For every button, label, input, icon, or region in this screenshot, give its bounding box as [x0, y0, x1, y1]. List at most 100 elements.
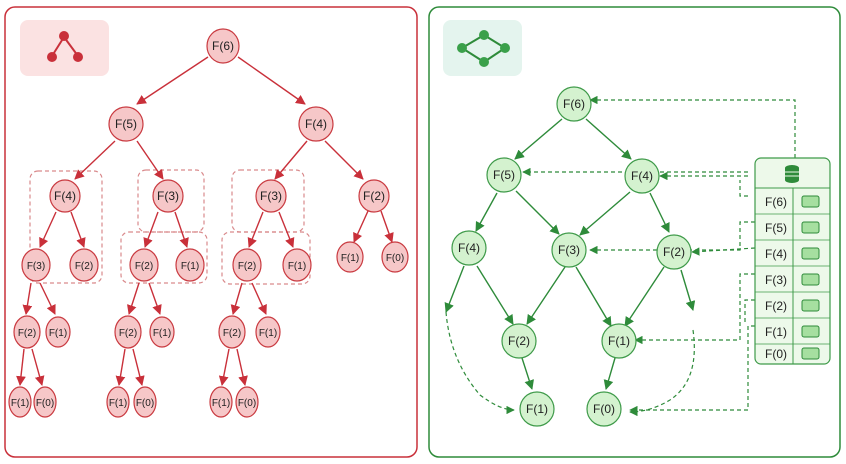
node-label: F(2) — [223, 328, 241, 339]
duplicate-group-f4 — [29, 170, 103, 284]
node-label: F(1) — [109, 398, 127, 409]
node-label: F(0) — [136, 398, 154, 409]
memo-table-row: F(6) — [755, 195, 830, 215]
node-label: F(1) — [341, 253, 359, 264]
tree-node: F(1) — [282, 248, 312, 282]
node-label: F(1) — [259, 328, 277, 339]
tree-node: F(2) — [69, 248, 99, 282]
tree-node: F(2) — [129, 248, 159, 282]
memo-table-row: F(2) — [755, 299, 830, 319]
memo-table-row: F(3) — [755, 273, 830, 293]
node-label: F(1) — [153, 328, 171, 339]
graph-node: F(4) — [624, 158, 660, 194]
tree-node: F(5) — [108, 106, 144, 142]
tree-node: F(3) — [152, 179, 184, 213]
node-label: F(2) — [135, 261, 153, 272]
recursion-edges — [16, 56, 394, 386]
tree-node: F(4) — [49, 179, 81, 213]
graph-node: F(1) — [601, 323, 637, 359]
node-label: F(5) — [115, 117, 137, 131]
graph-node: F(3) — [551, 232, 587, 268]
duplicate-group-f3-b-top — [231, 169, 305, 233]
memo-table-key: F(2) — [765, 299, 787, 313]
tree-node: F(1) — [45, 316, 71, 348]
node-label: F(3) — [558, 243, 580, 257]
memo-nodes: F(6) F(5) F(4) F(4) F(3) F(2) F(2) F(1) … — [451, 86, 692, 427]
tree-node: F(4) — [298, 106, 334, 142]
tree-node: F(1) — [8, 386, 32, 418]
tree-node: F(2) — [232, 248, 262, 282]
node-label: F(1) — [11, 398, 29, 409]
node-label: F(2) — [75, 261, 93, 272]
tree-node: F(3) — [21, 248, 51, 282]
node-label: F(1) — [181, 261, 199, 272]
tree-node: F(0) — [33, 386, 57, 418]
node-label: F(6) — [212, 39, 234, 53]
node-label: F(1) — [288, 261, 306, 272]
node-label: F(5) — [493, 168, 515, 182]
tree-node: F(1) — [336, 241, 364, 273]
node-label: F(0) — [593, 402, 615, 416]
tree-node: F(3) — [255, 179, 287, 213]
node-label: F(0) — [238, 398, 256, 409]
node-label: F(3) — [260, 189, 282, 203]
graph-node: F(1) — [519, 391, 555, 427]
database-icon — [785, 165, 799, 183]
memo-edges — [444, 118, 696, 390]
tree-node: F(2) — [114, 315, 142, 349]
memo-badge — [443, 20, 522, 76]
tree-node: F(1) — [106, 386, 130, 418]
memo-table-key: F(0) — [765, 347, 787, 361]
memo-table-row: F(0) — [765, 347, 820, 361]
tree-node: F(0) — [381, 241, 409, 273]
tree-node: F(1) — [175, 248, 205, 282]
node-label: F(2) — [508, 334, 530, 348]
tree-node: F(2) — [13, 315, 41, 349]
recursion-badge — [20, 20, 109, 76]
memo-table: F(6) F(5) F(4) F(3) F(2) F(1) — [754, 157, 831, 365]
duplicate-subtree-groups — [29, 169, 311, 285]
duplicate-group-f3-a-top — [137, 169, 205, 233]
tree-node: F(2) — [218, 315, 246, 349]
recursion-nodes: F(6) F(5) F(4) F(4) F(3) F(3) F(2) F(3) … — [8, 28, 409, 418]
node-label: F(2) — [363, 189, 385, 203]
tree-node: F(6) — [206, 28, 240, 64]
node-label: F(4) — [54, 189, 76, 203]
node-label: F(2) — [663, 245, 685, 259]
memo-table-key: F(6) — [765, 195, 787, 209]
graph-node: F(0) — [586, 391, 622, 427]
memo-table-key: F(1) — [765, 325, 787, 339]
tree-node: F(2) — [358, 179, 390, 213]
node-label: F(4) — [305, 117, 327, 131]
node-label: F(2) — [18, 328, 36, 339]
graph-node: F(2) — [656, 234, 692, 270]
node-label: F(4) — [631, 169, 653, 183]
node-label: F(6) — [563, 97, 585, 111]
memo-table-key: F(5) — [765, 221, 787, 235]
tree-node: F(1) — [149, 316, 175, 348]
node-label: F(4) — [458, 241, 480, 255]
graph-icon — [457, 30, 510, 67]
memo-table-row: F(4) — [755, 247, 830, 267]
node-label: F(3) — [157, 189, 179, 203]
node-label: F(1) — [212, 398, 230, 409]
tree-node: F(1) — [209, 386, 233, 418]
tree-icon — [47, 31, 83, 62]
node-label: F(1) — [526, 402, 548, 416]
tree-node: F(0) — [235, 386, 259, 418]
tree-node: F(0) — [133, 386, 157, 418]
memo-table-key: F(4) — [765, 247, 787, 261]
memo-table-row: F(5) — [755, 221, 830, 241]
node-label: F(2) — [119, 328, 137, 339]
node-label: F(0) — [386, 253, 404, 264]
graph-node: F(6) — [556, 86, 592, 122]
graph-node: F(5) — [486, 157, 522, 193]
memo-table-key: F(3) — [765, 273, 787, 287]
node-label: F(0) — [36, 398, 54, 409]
tree-node: F(1) — [255, 316, 281, 348]
memo-table-row: F(1) — [755, 325, 830, 345]
graph-node: F(2) — [501, 323, 537, 359]
node-label: F(1) — [608, 334, 630, 348]
